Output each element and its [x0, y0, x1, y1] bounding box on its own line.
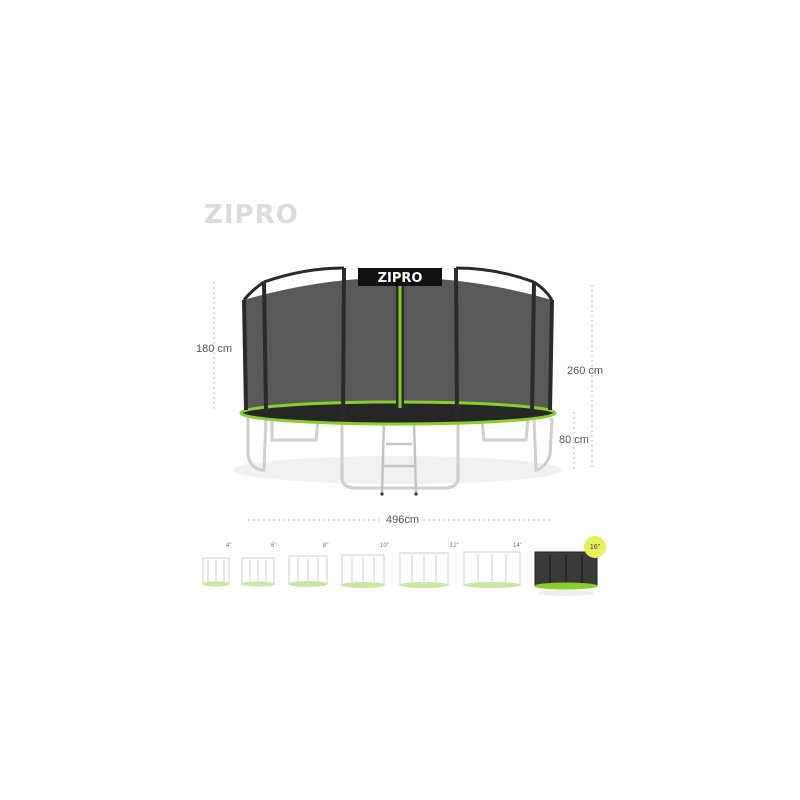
size-thumb-10 — [341, 554, 385, 588]
size-thumb-16 — [534, 551, 598, 596]
size-thumb-12 — [399, 552, 449, 588]
net-height-label: 180 cm — [196, 343, 233, 355]
ground-shadow — [233, 456, 563, 484]
net-poles — [242, 267, 554, 421]
size-option-10[interactable]: 10" — [380, 543, 389, 549]
size-option-8[interactable]: 8" — [323, 543, 329, 549]
size-thumb-8 — [288, 555, 328, 587]
frame-height-label: 80 cm — [559, 434, 589, 446]
size-thumb-4 — [202, 557, 230, 587]
size-option-16-selected[interactable]: 16" — [584, 536, 606, 558]
size-option-14[interactable]: 14" — [513, 543, 522, 549]
size-option-12[interactable]: 12" — [450, 543, 459, 549]
net-banner-text: ZIPRO — [378, 271, 423, 286]
net-banner — [358, 268, 442, 286]
brand-logo: ZIPRO — [204, 200, 299, 230]
jumping-mat — [242, 402, 554, 424]
size-option-4[interactable]: 4" — [226, 543, 232, 549]
size-thumb-6 — [241, 557, 275, 587]
size-thumb-14 — [463, 551, 521, 588]
ladder — [380, 419, 418, 496]
net-top-rails — [242, 266, 554, 301]
size-option-6[interactable]: 6" — [271, 543, 277, 549]
total-height-label: 260 cm — [567, 365, 604, 377]
diameter-label: 496cm — [382, 514, 424, 526]
size-thumbnails — [202, 551, 598, 596]
trampoline-legs — [246, 417, 554, 490]
